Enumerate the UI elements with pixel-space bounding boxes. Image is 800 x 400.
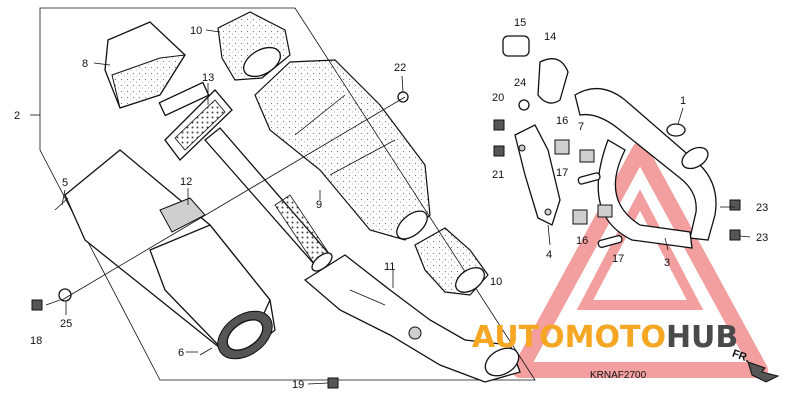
brand-right: HUB [666,320,738,355]
callout-24: 24 [514,77,526,89]
callout-25: 25 [60,318,72,330]
packing-top [217,11,291,81]
arrow-right-icon [747,361,780,383]
callout-22: 22 [394,62,406,74]
callout-16-lower: 16 [576,235,588,247]
muffler-body [64,149,276,360]
packing-bottom [414,227,489,296]
callout-3: 3 [664,257,670,269]
callout-20: 20 [492,92,504,104]
perforated-core-pipe [204,127,333,272]
callout-19: 19 [292,379,304,391]
callout-labels: 1 2 3 4 5 6 7 8 9 10 10 11 12 13 14 15 1… [14,17,768,391]
brand-left: AUTOMOTO [472,320,666,355]
brand-watermark: AUTOMOTOHUB [472,320,738,355]
end-cap [104,21,210,117]
callout-13: 13 [202,72,214,84]
callout-4: 4 [546,249,552,261]
callout-16-upper: 16 [556,115,568,127]
packing-long [254,59,431,241]
muffler-assembly-outline [39,7,536,381]
gasket [164,89,233,161]
diagram-code: KRNAF2700 [590,370,647,381]
callout-10-top: 10 [190,25,202,37]
callout-10-bottom: 10 [490,276,502,288]
callout-18: 18 [30,335,42,347]
callout-5: 5 [62,177,68,189]
direction-label: FR. [730,348,751,365]
spring-clips [554,139,623,248]
watermark-triangle [512,142,768,378]
callout-17-upper: 17 [556,167,568,179]
joint-collar [502,35,530,57]
washer [58,91,530,302]
leader-lines [45,29,751,385]
callout-23-upper: 23 [756,202,768,214]
callout-17-lower: 17 [612,253,624,265]
exhaust-pipe [574,88,717,249]
callout-1: 1 [680,95,686,107]
callout-12: 12 [180,176,192,188]
callout-2: 2 [14,110,20,122]
callout-11: 11 [384,261,395,273]
clamp-band [537,58,569,104]
callout-6: 6 [178,347,184,359]
heat-shield [514,124,561,226]
callout-14: 14 [544,31,556,43]
callout-7: 7 [578,121,584,133]
callout-15: 15 [514,17,526,29]
bolts [31,119,741,389]
direction-indicator: FR. [730,348,780,383]
callout-23-lower: 23 [756,232,768,244]
inner-pipe [303,254,521,383]
callout-8: 8 [82,58,88,70]
callout-9: 9 [316,199,322,211]
o-ring-gasket [666,123,686,137]
callout-21: 21 [492,169,504,181]
